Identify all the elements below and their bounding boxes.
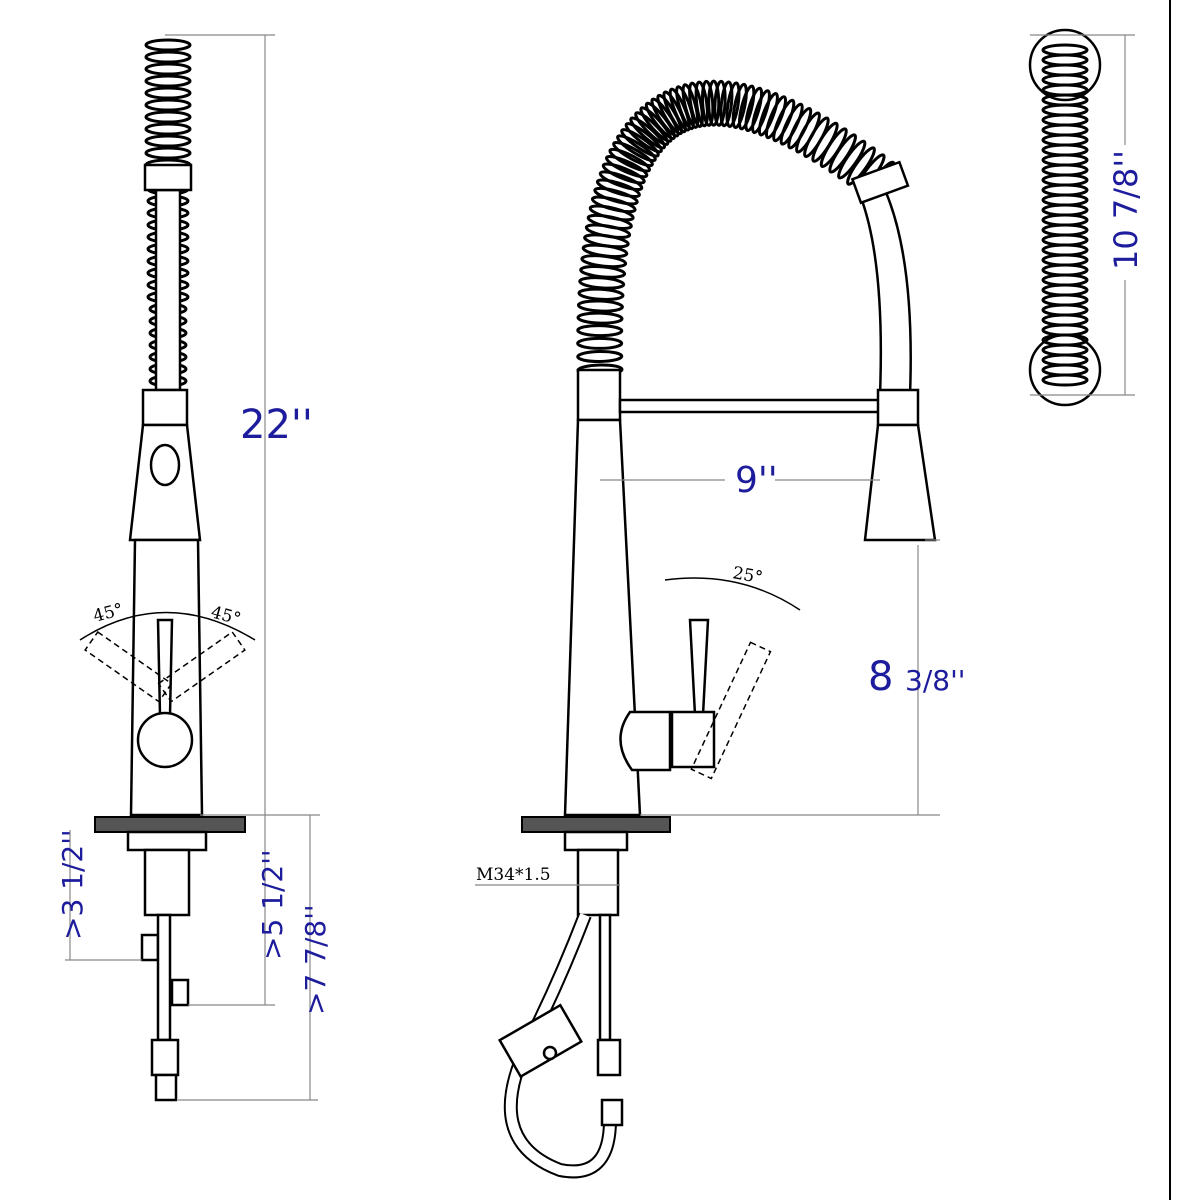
coil-loop [757, 92, 779, 137]
coil-loop [737, 84, 756, 131]
coil-loop [576, 336, 624, 350]
coil-detail [1041, 43, 1089, 387]
side-coil [576, 79, 896, 377]
front-view: 45° 45° 22'' >3 1/2'' >5 1/2'' >7 7/8'' [56, 34, 332, 1102]
side-supply-line [598, 913, 612, 1042]
side-fitting [596, 1038, 622, 1077]
coil-loop [731, 82, 748, 129]
side-handle-hub [619, 710, 672, 772]
front-hose [154, 188, 182, 392]
coil-loop [688, 81, 704, 128]
side-view: 25° 9'' 8 3/8'' M34*1.5 [475, 79, 965, 1179]
coil-loop [584, 223, 632, 239]
front-fitting [150, 1038, 180, 1077]
side-spout-height-fraction: 3/8'' [905, 664, 965, 697]
side-hose [858, 188, 912, 397]
coil-loop [713, 79, 727, 127]
front-angle-arc [79, 611, 256, 641]
coil-loop [598, 170, 644, 192]
side-cartridge [670, 710, 716, 769]
side-countertop [521, 816, 671, 833]
coil-loop [144, 110, 192, 124]
coil-loop [694, 80, 709, 128]
side-reach-label: 9'' [735, 460, 778, 501]
side-spout-height-whole: 8 [868, 654, 893, 700]
side-thread-label: M34*1.5 [476, 865, 551, 885]
side-sprayer-head [863, 423, 937, 542]
front-sprayer-button [149, 443, 181, 487]
coil-loop [744, 86, 764, 133]
coil-loop [601, 162, 646, 185]
front-depth-b-label: >5 1/2'' [256, 849, 289, 960]
front-supply-line [156, 913, 172, 1042]
side-sprayer-neck [876, 388, 920, 427]
front-coil-collar [143, 163, 193, 192]
side-coil-base [576, 368, 622, 422]
coil-loop [144, 74, 192, 88]
coil-loop [725, 81, 741, 128]
coil-loop [1041, 373, 1089, 387]
front-connector-2 [170, 978, 190, 1007]
coil-loop [595, 178, 641, 199]
side-angle-arc [664, 577, 801, 611]
coil-loop [586, 213, 633, 230]
side-handle [688, 618, 710, 717]
front-angle-left-label: 45° [91, 600, 125, 627]
coil-loop [616, 134, 657, 163]
coil-loop [795, 111, 821, 154]
coil-loop [700, 79, 715, 127]
front-connector [140, 933, 160, 962]
coil-loop [707, 79, 721, 127]
front-countertop [94, 816, 246, 833]
coil-loop [634, 111, 670, 146]
side-shank [576, 848, 620, 917]
front-depth-a-label: >3 1/2'' [56, 829, 89, 940]
coil-loop [144, 62, 192, 76]
coil-loop [751, 89, 771, 135]
coil-loop [576, 299, 624, 313]
coil-height-label: 10 7/8'' [1107, 150, 1145, 270]
front-fitting-end [154, 1073, 178, 1102]
side-fitting-end [600, 1098, 624, 1127]
coil-loop [604, 155, 649, 179]
front-handle-right-position [157, 630, 246, 703]
coil-loop [608, 147, 652, 173]
coil-loop [144, 86, 192, 100]
coil-loop [681, 83, 700, 129]
front-handle-hub [136, 711, 194, 769]
side-angle-label: 25° [731, 563, 764, 588]
side-bar [618, 398, 882, 414]
coil-loop [593, 186, 639, 206]
front-sprayer-neck [141, 388, 189, 427]
coil-loop [144, 146, 192, 160]
coil-loop [144, 98, 192, 112]
coil-loop [846, 146, 876, 186]
coil-loop [577, 287, 625, 301]
coil-view: 10 7/8'' [1028, 28, 1150, 407]
coil-loop [576, 350, 624, 364]
coil-loop [624, 122, 663, 154]
side-mount-nut [563, 830, 629, 852]
coil-loop [144, 122, 192, 136]
front-angle-right-label: 45° [209, 603, 243, 630]
coil-loop [576, 324, 624, 338]
coil-loop [144, 134, 192, 148]
coil-loop [764, 95, 788, 140]
side-handle-tilt-position [690, 641, 772, 780]
front-depth-c-label: >7 7/8'' [299, 904, 332, 1015]
coil-loop [620, 128, 660, 158]
coil-loop [612, 140, 654, 168]
coil-loop [576, 311, 624, 325]
front-mount-nut [126, 830, 208, 852]
front-shank [143, 848, 191, 917]
coil-loop [719, 80, 734, 128]
coil-loop [144, 38, 192, 52]
front-height-label: 22'' [240, 402, 313, 448]
coil-loop [803, 116, 830, 158]
coil-loop [629, 116, 667, 150]
coil-loop [144, 50, 192, 64]
side-coil-collar [850, 160, 910, 205]
